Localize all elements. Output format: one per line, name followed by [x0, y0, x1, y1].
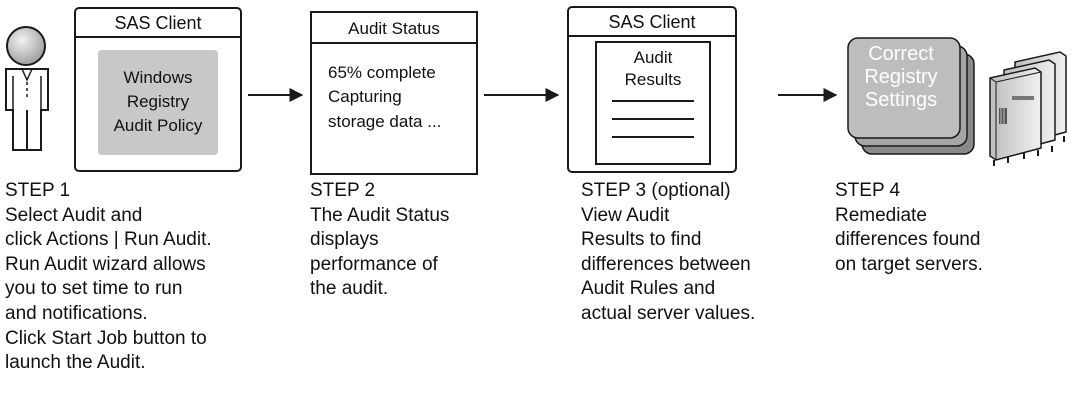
step-line: Audit Rules and	[581, 278, 716, 300]
person-icon	[5, 26, 49, 151]
step-line: launch the Audit.	[5, 352, 146, 374]
step-1-description: STEP 1 Select Audit and click Actions | …	[5, 179, 212, 376]
step-line: differences found	[835, 229, 981, 251]
client1-inner-line: Windows	[124, 68, 193, 87]
step-line: displays	[310, 229, 379, 251]
audit-status-panel: Audit Status 65% complete Capturing stor…	[310, 11, 478, 175]
step-line: Remediate	[835, 204, 927, 226]
step-title: STEP 3 (optional)	[581, 180, 731, 201]
client2-header: SAS Client	[608, 12, 695, 32]
client1-inner-line: Registry	[127, 92, 190, 111]
step-title: STEP 1	[5, 180, 71, 201]
step-line: Results to find	[581, 229, 702, 251]
results-line: Results	[625, 70, 682, 89]
step-title: STEP 2	[310, 180, 376, 201]
status-line: 65% complete	[328, 63, 436, 82]
status-header: Audit Status	[348, 19, 440, 38]
step-line: and notifications.	[5, 302, 148, 324]
correct-registry-cards: Correct Registry Settings	[847, 37, 975, 155]
step-line: View Audit	[581, 204, 670, 226]
correct-line: Correct	[868, 43, 934, 65]
step-title: STEP 4	[835, 180, 901, 201]
sas-client-panel-1: SAS Client Windows Registry Audit Policy	[74, 7, 242, 172]
step-line: differences between	[581, 253, 751, 275]
sas-client-panel-2: SAS Client Audit Results	[567, 6, 737, 173]
step-line: Select Audit and	[5, 204, 143, 226]
status-line: storage data ...	[328, 112, 441, 131]
step-line: you to set time to run	[5, 278, 183, 300]
correct-line: Settings	[865, 89, 937, 111]
client1-header: SAS Client	[114, 13, 201, 33]
step-4-description: STEP 4 Remediate differences found on ta…	[835, 179, 983, 277]
step-line: Click Start Job button to	[5, 327, 207, 349]
server-rack-icon	[989, 51, 1067, 166]
results-line: Audit	[634, 48, 673, 67]
registry-policy-box	[98, 50, 218, 155]
step-3-description: STEP 3 (optional) View Audit Results to …	[581, 179, 755, 327]
step-line: click Actions | Run Audit.	[5, 229, 212, 251]
step-line: The Audit Status	[310, 204, 450, 226]
status-line: Capturing	[328, 87, 402, 106]
step-line: performance of	[310, 253, 438, 275]
step-line: the audit.	[310, 278, 389, 300]
client1-inner-line: Audit Policy	[114, 116, 203, 135]
step-2-description: STEP 2 The Audit Status displays perform…	[310, 179, 449, 302]
step-line: actual server values.	[581, 302, 756, 324]
correct-line: Registry	[864, 66, 937, 88]
step-line: Run Audit wizard allows	[5, 253, 206, 275]
audit-results-doc	[595, 41, 711, 165]
step-line: on target servers.	[835, 253, 983, 275]
